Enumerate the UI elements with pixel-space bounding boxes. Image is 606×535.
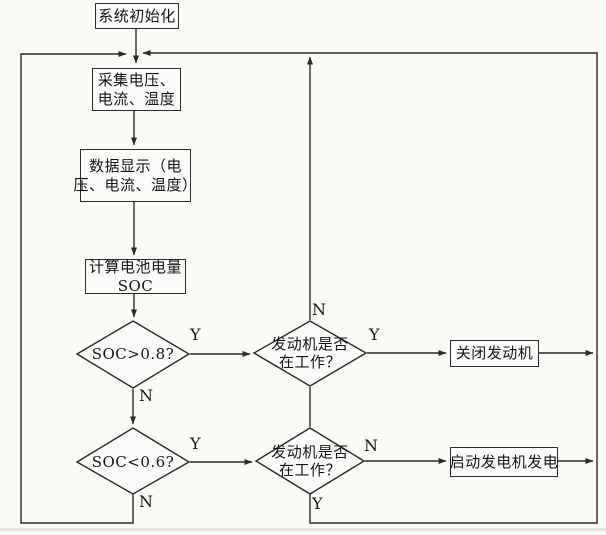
diamond-engine-check-lower bbox=[254, 427, 366, 495]
node-data-display-line1: 数据显示（电 bbox=[88, 156, 182, 175]
diamond-soc-low bbox=[75, 427, 191, 495]
label-soc-high-yes: Y bbox=[190, 325, 201, 344]
node-system-init: 系统初始化 bbox=[95, 3, 179, 29]
node-calc-soc: 计算电池电量 SOC bbox=[85, 257, 186, 295]
node-generator-on: 启动发电机发电 bbox=[450, 447, 558, 477]
node-generator-on-label: 启动发电机发电 bbox=[449, 452, 559, 471]
label-engine-lower-no: N bbox=[364, 436, 378, 455]
node-calc-soc-line2: SOC bbox=[117, 276, 154, 295]
decision-engine-upper-line1: 发动机是否 bbox=[271, 335, 349, 353]
edge-soc-low-no-loop bbox=[20, 51, 134, 524]
diamond-soc-high bbox=[75, 320, 191, 389]
decision-engine-check-lower: 发动机是否 在工作？ bbox=[260, 442, 360, 480]
label-engine-upper-yes: Y bbox=[369, 325, 380, 344]
node-calc-soc-line1: 计算电池电量 bbox=[88, 257, 182, 276]
decision-soc-high: SOC>0.8? bbox=[83, 345, 183, 363]
decision-engine-check-upper: 发动机是否 在工作？ bbox=[260, 334, 360, 372]
decision-engine-lower-line2: 在工作？ bbox=[278, 461, 341, 479]
decision-engine-lower-line1: 发动机是否 bbox=[271, 443, 349, 461]
label-soc-high-no: N bbox=[139, 386, 153, 405]
label-engine-lower-yes: Y bbox=[312, 494, 323, 513]
edge-engine-lower-yes-loop bbox=[142, 50, 598, 524]
decision-soc-low: SOC<0.6? bbox=[83, 453, 183, 471]
diamond-engine-check-upper bbox=[252, 320, 368, 387]
node-engine-off-label: 关闭发动机 bbox=[455, 344, 534, 362]
label-engine-upper-no: N bbox=[312, 300, 326, 319]
decision-engine-upper-line2: 在工作？ bbox=[278, 353, 341, 371]
decision-soc-low-label: SOC<0.6? bbox=[91, 453, 175, 471]
node-data-display-line2: 压、电流、温度） bbox=[73, 175, 198, 194]
node-data-display: 数据显示（电 压、电流、温度） bbox=[74, 149, 197, 202]
node-collect-line2: 电流、温度 bbox=[97, 89, 176, 108]
node-collect-line1: 采集电压、 bbox=[97, 70, 176, 89]
node-engine-off: 关闭发动机 bbox=[450, 340, 539, 367]
label-soc-low-yes: Y bbox=[190, 434, 201, 453]
label-soc-low-no: N bbox=[139, 492, 153, 511]
scan-artifact-line bbox=[0, 528, 606, 531]
node-system-init-label: 系统初始化 bbox=[98, 6, 176, 25]
decision-soc-high-label: SOC>0.8? bbox=[91, 345, 175, 363]
node-collect-measurements: 采集电压、 电流、温度 bbox=[92, 68, 181, 111]
